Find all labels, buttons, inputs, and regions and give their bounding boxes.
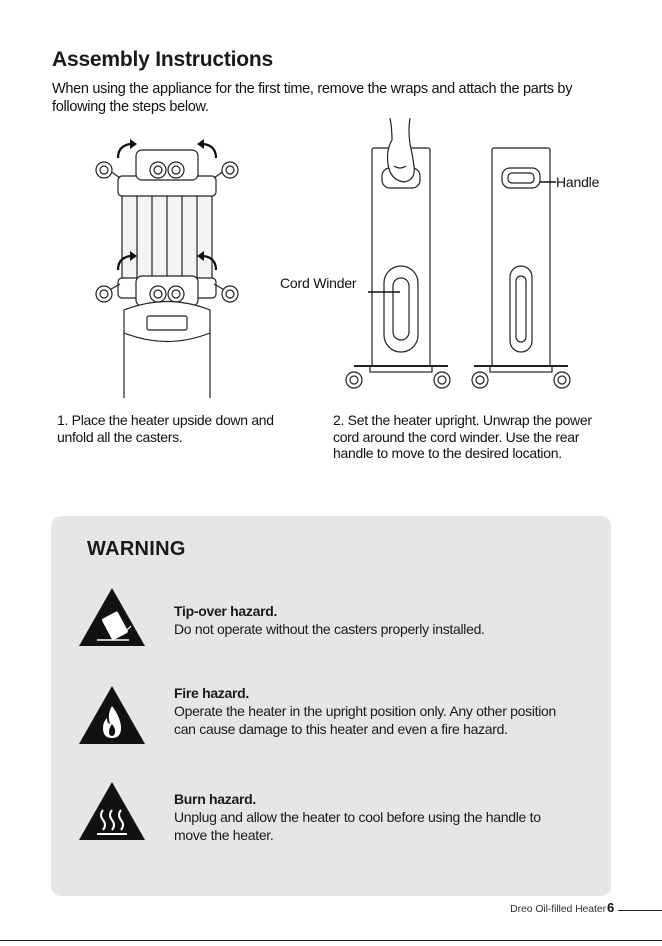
- upright-heater-illustration: [345, 118, 571, 389]
- step-2-text: 2. Set the heater upright. Unwrap the po…: [333, 412, 592, 461]
- step-1-text: 1. Place the heater upside down and unfo…: [57, 412, 274, 445]
- burn-hazard: Burn hazard. Unplug and allow the heater…: [174, 790, 574, 844]
- footer-product-name: Dreo Oil-filled Heater: [510, 903, 606, 915]
- footer-rule: [618, 910, 662, 911]
- tip-over-hazard: Tip-over hazard. Do not operate without …: [174, 602, 574, 638]
- warning-panel: WARNING Tip-over hazard. Do not operate …: [51, 516, 611, 896]
- tip-over-warning-icon: [79, 588, 145, 646]
- intro-text: When using the appliance for the first t…: [52, 81, 573, 115]
- bottom-rule: [0, 940, 662, 941]
- page-title: Assembly Instructions: [52, 48, 274, 71]
- hazard-description: Operate the heater in the upright positi…: [174, 703, 557, 737]
- hazard-name: Fire hazard.: [174, 685, 249, 701]
- handle-callout: Handle: [556, 174, 600, 190]
- hazard-name: Tip-over hazard.: [174, 603, 278, 619]
- hazard-name: Burn hazard.: [174, 791, 256, 807]
- upside-down-heater-illustration: [95, 139, 239, 398]
- hazard-description: Unplug and allow the heater to cool befo…: [174, 809, 541, 843]
- fire-warning-icon: [79, 686, 145, 744]
- page-number: 6: [607, 900, 615, 915]
- cord-winder-callout: Cord Winder: [280, 275, 357, 291]
- hazard-description: Do not operate without the casters prope…: [174, 621, 485, 637]
- hot-surface-warning-icon: [79, 782, 145, 840]
- fire-hazard: Fire hazard. Operate the heater in the u…: [174, 684, 574, 738]
- warning-title: WARNING: [87, 538, 186, 560]
